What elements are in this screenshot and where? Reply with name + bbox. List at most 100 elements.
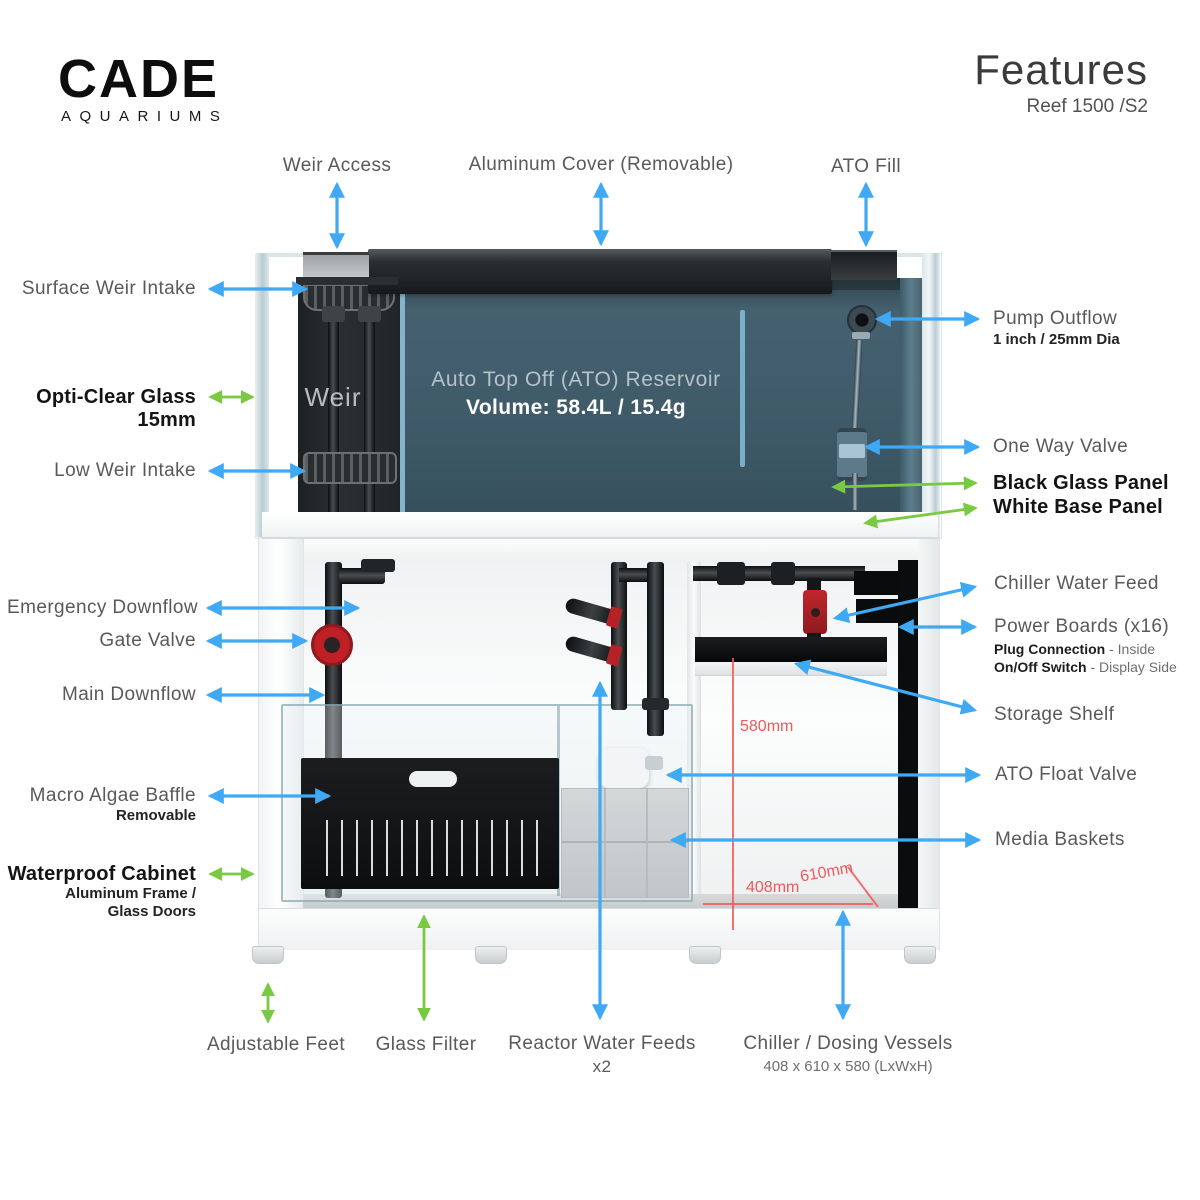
cabinet-right-frame <box>918 538 939 949</box>
chiller-red-valve <box>803 590 827 634</box>
label-opti-clear-glass-line2: 15mm <box>137 409 196 431</box>
label-weir-access: Weir Access <box>282 155 392 176</box>
model-subtitle: Reef 1500 /S2 <box>1026 96 1148 117</box>
pump-outflow-collar <box>852 332 870 339</box>
adjustable-foot <box>252 946 284 964</box>
power-board-box <box>854 571 898 595</box>
weir-text: Weir <box>304 382 362 412</box>
ato-float-valve-body <box>599 748 649 788</box>
label-plug-connection: Plug Connection <box>994 641 1106 657</box>
outflow-tube <box>851 339 863 431</box>
storage-shelf-slab <box>695 637 887 662</box>
cabinet-black-side-panel <box>898 560 918 937</box>
tank-rear-black-glass-edge <box>900 278 922 512</box>
outflow-tube-lower <box>852 473 858 510</box>
low-weir-intake-grate <box>303 452 397 484</box>
label-chiller-dosing-vessels-sub: 408 x 610 x 580 (LxWxH) <box>763 1058 933 1075</box>
chiller-valve-center <box>811 608 820 617</box>
gate-valve-wheel <box>311 624 353 666</box>
label-opti-clear-glass: Opti-Clear Glass 15mm <box>0 386 196 432</box>
label-main-downflow: Main Downflow <box>61 684 196 705</box>
weir-pipe <box>328 307 339 516</box>
adjustable-foot <box>904 946 936 964</box>
ato-fill-box <box>831 250 897 280</box>
reservoir-title: Auto Top Off (ATO) Reservoir <box>431 368 721 391</box>
media-basket-seam <box>562 841 688 843</box>
adjustable-foot <box>475 946 507 964</box>
pump-outflow-fitting <box>847 305 877 335</box>
label-macro-algae-baffle-sub: Removable <box>115 807 196 824</box>
label-storage-shelf: Storage Shelf <box>994 704 1115 725</box>
weir-pipe-fitting <box>358 306 381 322</box>
overflow-pipe-line <box>740 310 745 467</box>
dim-width-text: 408mm <box>746 879 800 896</box>
label-pump-outflow-sub: 1 inch / 25mm Dia <box>993 331 1120 348</box>
label-surface-weir-intake: Surface Weir Intake <box>21 278 196 299</box>
baffle-handle-cutout <box>409 771 457 787</box>
label-media-baskets: Media Baskets <box>995 829 1125 850</box>
chiller-pipe-fitting <box>771 562 795 585</box>
label-one-way-valve: One Way Valve <box>993 436 1129 457</box>
label-black-glass-panel: Black Glass Panel <box>993 472 1169 494</box>
label-glass-filter: Glass Filter <box>375 1034 477 1055</box>
label-aluminum-cover: Aluminum Cover (Removable) <box>468 154 734 175</box>
label-macro-algae-baffle: Macro Algae Baffle <box>29 785 196 806</box>
aluminum-cover-bar <box>368 249 832 294</box>
cade-logo: CADE <box>58 49 220 109</box>
label-reactor-water-feeds-sub: x2 <box>592 1057 612 1076</box>
tank-glass-right-edge <box>922 253 940 537</box>
label-onoff-switch-rest: - Display Side <box>1086 659 1177 675</box>
label-ato-float-valve: ATO Float Valve <box>995 764 1138 785</box>
label-ato-fill: ATO Fill <box>830 156 902 177</box>
label-gate-valve: Gate Valve <box>99 630 196 651</box>
weir-compartment: Weir <box>298 282 400 516</box>
media-baskets-block <box>561 788 689 898</box>
reactor-feed-pipe <box>611 562 627 710</box>
weir-pipe-fitting <box>322 306 345 322</box>
label-waterproof-cabinet-sub2: Glass Doors <box>107 903 196 920</box>
power-board-box <box>856 599 898 623</box>
label-emergency-downflow: Emergency Downflow <box>7 597 198 618</box>
adjustable-foot <box>689 946 721 964</box>
cabinet <box>258 537 940 950</box>
label-white-base-panel: White Base Panel <box>993 496 1163 518</box>
main-pipe-union <box>642 698 669 710</box>
emergency-downflow-elbow <box>339 568 385 584</box>
ato-reservoir: Auto Top Off (ATO) Reservoir Volume: 58.… <box>400 278 905 512</box>
cabinet-bottom-band <box>259 908 939 950</box>
label-waterproof-cabinet-sub1: Aluminum Frame / <box>65 885 196 902</box>
emergency-downflow-union <box>361 559 395 572</box>
media-basket-seam <box>604 789 606 897</box>
one-way-valve-band <box>839 444 865 458</box>
label-opti-clear-glass-line1: Opti-Clear Glass <box>36 386 196 408</box>
label-chiller-water-feed: Chiller Water Feed <box>994 573 1159 594</box>
label-chiller-dosing-vessels: Chiller / Dosing Vessels <box>743 1033 953 1054</box>
label-pump-outflow: Pump Outflow <box>993 308 1118 329</box>
chiller-pipe-fitting <box>717 562 745 585</box>
label-low-weir-intake: Low Weir Intake <box>54 460 196 481</box>
baffle-slots <box>313 820 547 876</box>
tank-glass-left-edge <box>255 253 269 537</box>
macro-algae-baffle <box>301 758 559 889</box>
label-reactor-water-feeds: Reactor Water Feeds <box>508 1033 696 1054</box>
label-power-boards-sub2: On/Off Switch - Display Side <box>994 659 1177 675</box>
page-title: Features <box>974 46 1148 93</box>
one-way-valve-body <box>837 428 867 481</box>
storage-shelf-rail <box>695 662 887 676</box>
ato-float-valve-fitting <box>645 756 663 770</box>
label-waterproof-cabinet: Waterproof Cabinet <box>7 863 196 885</box>
white-base-panel <box>262 512 938 539</box>
media-basket-seam <box>646 789 648 897</box>
main-feed-pipe <box>647 562 664 736</box>
weir-pipe <box>364 307 375 516</box>
reservoir-volume: Volume: 58.4L / 15.4g <box>465 396 687 419</box>
label-onoff-switch: On/Off Switch <box>994 659 1087 675</box>
label-adjustable-feet: Adjustable Feet <box>206 1034 346 1055</box>
label-plug-connection-rest: - Inside <box>1105 641 1156 657</box>
dim-line-height <box>732 658 734 930</box>
label-power-boards: Power Boards (x16) <box>994 616 1170 637</box>
cade-logo-subtext: AQUARIUMS <box>61 108 229 125</box>
weir-grate-bar <box>296 277 398 285</box>
label-power-boards-sub1: Plug Connection - Inside <box>994 641 1155 657</box>
